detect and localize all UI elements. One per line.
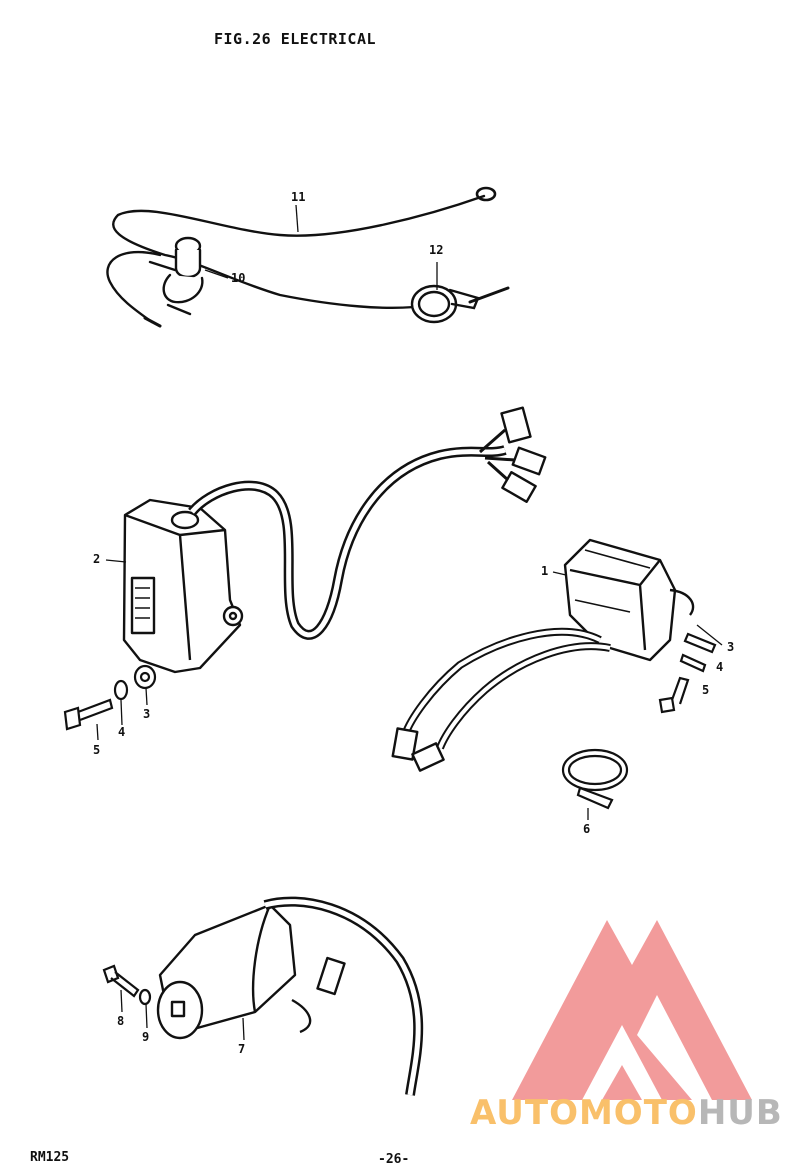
- cdi-fasteners: [63, 664, 157, 731]
- leader-lines: [96, 204, 723, 1041]
- watermark-logo: [512, 920, 752, 1100]
- callout-3-left: 3: [143, 707, 151, 721]
- callout-2: 2: [93, 552, 101, 566]
- callout-9: 9: [142, 1030, 150, 1044]
- callout-5-left: 5: [93, 743, 101, 757]
- ring-terminal: [475, 186, 497, 202]
- condenser-fasteners: [102, 964, 152, 1006]
- callout-7: 7: [238, 1042, 246, 1056]
- kill-switch-10: [143, 236, 204, 328]
- callout-11: 11: [291, 190, 306, 204]
- wire-end-right: [468, 286, 510, 304]
- wire-harness-11: [112, 194, 486, 310]
- callout-10: 10: [231, 271, 246, 285]
- coil-fasteners: [561, 632, 717, 810]
- connector: [391, 727, 419, 761]
- connector: [501, 471, 537, 503]
- bolt-8: [102, 964, 140, 998]
- wire-harness-group: [106, 186, 510, 328]
- watermark-text: AUTOMOTOHUB: [470, 1093, 783, 1133]
- washer-9: [138, 988, 152, 1006]
- callout-4-right: 4: [716, 660, 724, 674]
- wire-clamp-12: [410, 284, 480, 324]
- callout-3-right: 3: [727, 640, 735, 654]
- lock-washer-4-right: [679, 653, 707, 673]
- condenser-group: [156, 896, 424, 1096]
- connector: [316, 956, 346, 996]
- cdi-unit-group: [122, 406, 547, 674]
- bolt-5: [63, 698, 114, 731]
- ignition-coil-group: [391, 538, 695, 772]
- callout-6: 6: [583, 822, 591, 836]
- lock-washer-4: [113, 679, 129, 701]
- ignition-coil-1: [563, 538, 677, 662]
- figure-title: FIG.26 ELECTRICAL: [214, 30, 377, 48]
- washer-3-right: [683, 632, 717, 654]
- callout-8: 8: [117, 1014, 125, 1028]
- watermark-triangle-icon: [512, 920, 752, 1100]
- cdi-label-plate: [130, 576, 156, 635]
- connector: [511, 446, 547, 476]
- page-number: -26-: [378, 1152, 410, 1167]
- connector: [411, 742, 445, 772]
- connector: [500, 406, 532, 444]
- model-code: RM125: [30, 1150, 70, 1165]
- wire-branch: [106, 250, 162, 324]
- callout-12: 12: [429, 243, 444, 257]
- callout-4-left: 4: [118, 725, 126, 739]
- bolt-5-right: [658, 676, 690, 714]
- callout-5-right: 5: [702, 683, 710, 697]
- callout-1: 1: [541, 564, 549, 578]
